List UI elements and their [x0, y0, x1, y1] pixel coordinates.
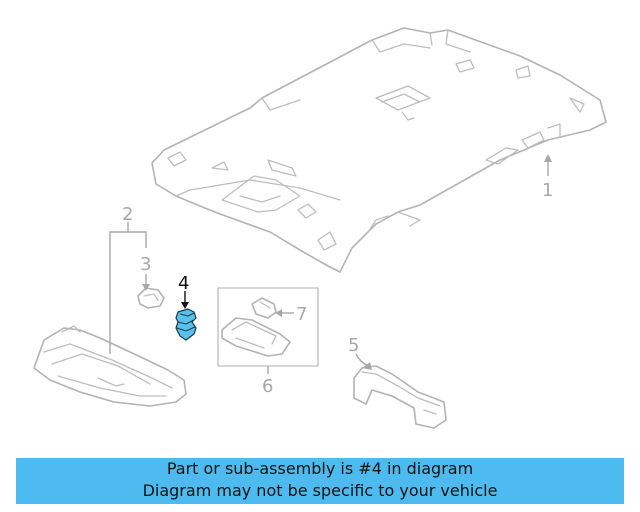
arrowhead-7: [275, 309, 282, 317]
callout-2[interactable]: 2: [122, 204, 133, 225]
callout-1[interactable]: 1: [542, 180, 553, 201]
callout-5[interactable]: 5: [348, 335, 359, 356]
grab-handle-part-5[interactable]: [353, 365, 447, 429]
visor-clip-part-3[interactable]: [137, 287, 165, 309]
callout-7[interactable]: 7: [296, 304, 307, 325]
banner-line-part-number: Part or sub-assembly is #4 in diagram: [166, 459, 474, 478]
arrowhead-1: [544, 154, 552, 162]
callout-6[interactable]: 6: [262, 376, 273, 397]
arrowhead-3: [142, 284, 150, 291]
arrowhead-5: [362, 362, 372, 370]
headliner-part-1[interactable]: [151, 27, 607, 273]
arrowhead-4: [181, 302, 189, 309]
parts-diagram: 1 2 3 4 5 6 7: [33, 27, 607, 429]
callout-4[interactable]: 4: [178, 273, 189, 294]
info-banner: Part or sub-assembly is #4 in diagram Di…: [16, 458, 624, 504]
lamp-assembly-part-6[interactable]: [217, 287, 319, 367]
sun-visor-part-2[interactable]: [33, 325, 187, 407]
clip-part-4[interactable]: [175, 308, 197, 341]
banner-line-disclaimer: Diagram may not be specific to your vehi…: [142, 481, 498, 500]
bulb-part-7[interactable]: [251, 297, 277, 319]
callout-3[interactable]: 3: [140, 254, 151, 275]
